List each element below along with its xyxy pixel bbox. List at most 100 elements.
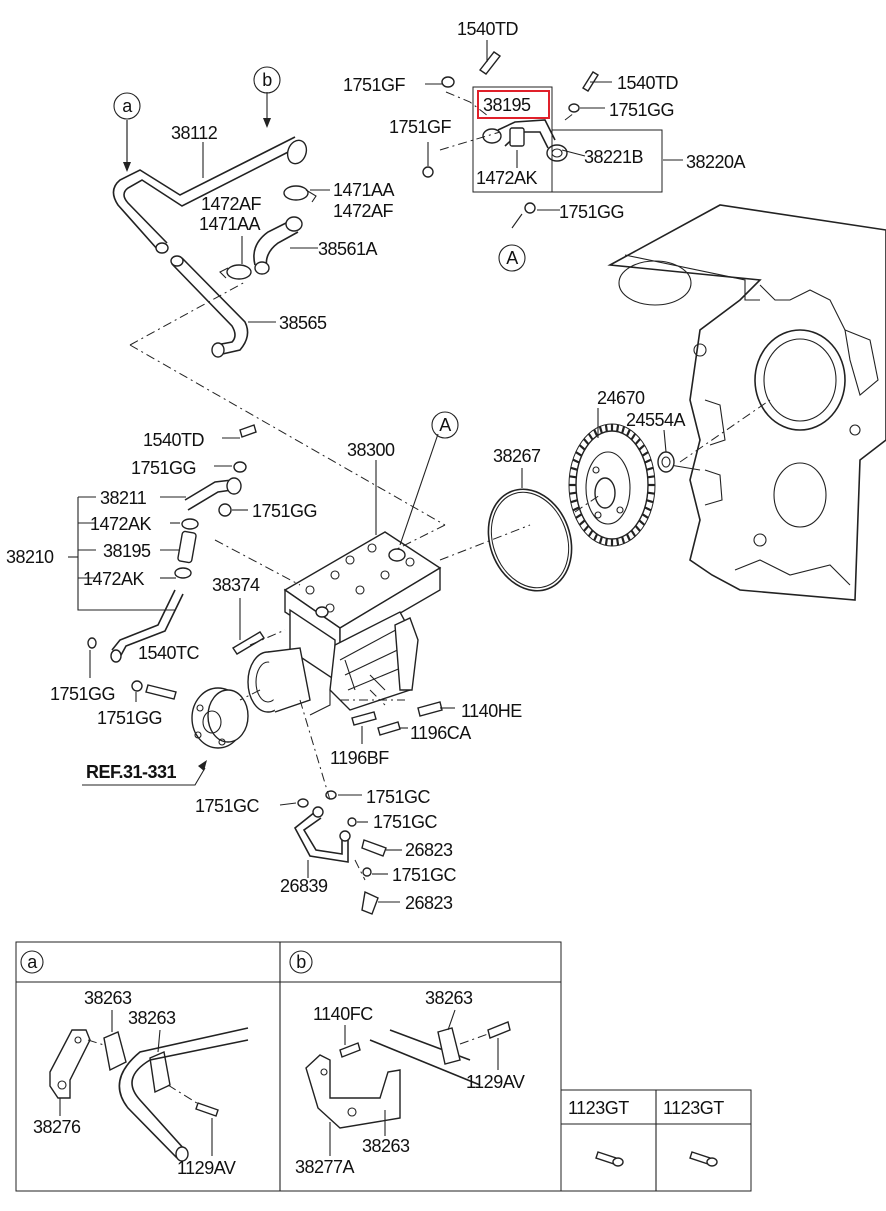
gear-tooth xyxy=(575,513,583,519)
gear-tooth xyxy=(570,499,578,504)
label-1472AK-a: 1472AK xyxy=(90,514,152,534)
gear-tooth xyxy=(646,499,654,504)
highlight-box-38195 xyxy=(477,90,550,119)
label-1751GC-d: 1751GC xyxy=(392,865,457,885)
detail-b-38263-b: 38263 xyxy=(362,1136,410,1156)
gear-tooth xyxy=(621,536,626,544)
label-38220A: 38220A xyxy=(686,152,746,172)
gear-tooth xyxy=(604,424,608,432)
detail-a-38263-b: 38263 xyxy=(128,1008,176,1028)
label-1472AF-a: 1472AF xyxy=(201,194,262,214)
gear-tooth xyxy=(638,444,646,451)
label-1540TC: 1540TC xyxy=(138,643,200,663)
label-38195-highlighted: 38195 xyxy=(483,95,531,115)
callout-b: b xyxy=(253,66,281,94)
label-38374: 38374 xyxy=(212,575,260,595)
gear-tooth xyxy=(572,506,580,512)
gear-tooth xyxy=(621,426,626,434)
label-1751GF-a: 1751GF xyxy=(343,75,406,95)
gear-tooth xyxy=(647,491,655,495)
gear-tooth xyxy=(569,491,577,495)
gear-tooth xyxy=(630,529,637,537)
label-24554A: 24554A xyxy=(626,410,686,430)
label-1751GC-a: 1751GC xyxy=(195,796,260,816)
label-1540TD-b: 1540TD xyxy=(617,73,679,93)
gear-tooth xyxy=(578,444,586,451)
label-1472AK-top: 1472AK xyxy=(476,168,538,188)
pipe-38210 xyxy=(110,477,242,663)
gear-tooth xyxy=(593,429,599,437)
label-38561A: 38561A xyxy=(318,239,378,259)
label-38300: 38300 xyxy=(347,440,395,460)
leader-lines xyxy=(68,40,683,903)
label-38195: 38195 xyxy=(103,541,151,561)
label-26839: 26839 xyxy=(280,876,328,896)
label-38267: 38267 xyxy=(493,446,541,466)
gear-tooth xyxy=(638,519,646,526)
dashed-guides xyxy=(129,91,771,881)
gear-tooth xyxy=(641,451,649,457)
callout-A-mid: A xyxy=(431,411,459,439)
label-ref-31-331: REF.31-331 xyxy=(86,762,177,782)
label-1751GG-a: 1751GG xyxy=(609,100,674,120)
label-1751GC-c: 1751GC xyxy=(373,812,438,832)
label-1540TD-c: 1540TD xyxy=(143,430,205,450)
label-1471AA-b: 1471AA xyxy=(199,214,261,234)
engine-block xyxy=(607,204,886,601)
gear-tooth xyxy=(625,533,631,541)
label-1471AA-a: 1471AA xyxy=(333,180,395,200)
detail-b-38263-a: 38263 xyxy=(425,988,473,1008)
label-38210: 38210 xyxy=(6,547,54,567)
label-1751GG-d: 1751GG xyxy=(252,501,317,521)
label-1123GT-b: 1123GT xyxy=(663,1098,724,1118)
label-1196CA: 1196CA xyxy=(410,723,471,743)
detail-a-header: a xyxy=(27,952,38,972)
label-1140HE: 1140HE xyxy=(461,701,522,721)
gear-tooth xyxy=(587,433,594,441)
gear-24670 xyxy=(568,423,656,547)
callout-b-text: b xyxy=(262,70,272,90)
label-38211: 38211 xyxy=(100,488,147,508)
label-1751GC-b: 1751GC xyxy=(366,787,431,807)
label-38112: 38112 xyxy=(171,123,218,143)
gear-tooth xyxy=(593,533,599,541)
label-26823-a: 26823 xyxy=(405,840,453,860)
gear-outline xyxy=(568,423,656,547)
callout-A-top: A xyxy=(498,244,526,272)
label-1472AK-b: 1472AK xyxy=(83,569,145,589)
part-labels: 1540TD 1751GF 1540TD 38195 1751GG 1751GF… xyxy=(6,19,746,913)
clamp-1471AA-b xyxy=(226,264,252,280)
gear-tooth xyxy=(646,466,654,471)
label-1751GG-f: 1751GG xyxy=(97,708,162,728)
gear-tooth xyxy=(587,529,594,537)
label-1751GG-c: 1751GG xyxy=(131,458,196,478)
label-24670: 24670 xyxy=(597,388,645,408)
gear-tooth xyxy=(578,519,586,526)
gear-tooth xyxy=(569,475,577,479)
label-1751GG-b: 1751GG xyxy=(559,202,624,222)
hose-38112 xyxy=(112,136,308,254)
hose-38561A xyxy=(253,216,303,275)
hose-38565 xyxy=(170,255,249,358)
detail-b-38277A: 38277A xyxy=(295,1157,355,1177)
callout-a: a xyxy=(113,92,141,120)
label-1123GT-a: 1123GT xyxy=(568,1098,629,1118)
clamp-1471AA-a xyxy=(283,185,309,201)
label-1196BF: 1196BF xyxy=(330,748,389,768)
label-38221B: 38221B xyxy=(584,147,644,167)
callout-A-mid-text: A xyxy=(439,415,451,435)
gear-tooth xyxy=(598,536,603,544)
detail-a-38263-a: 38263 xyxy=(84,988,132,1008)
gear-tooth xyxy=(583,525,590,532)
gear-tooth xyxy=(644,506,652,512)
label-1751GG-e: 1751GG xyxy=(50,684,115,704)
label-38565: 38565 xyxy=(279,313,327,333)
gear-tooth xyxy=(644,458,652,464)
detail-table: a b 38263 38263 38276 1129AV 1140FC xyxy=(15,941,562,1192)
compressor-38300 xyxy=(247,531,442,716)
pulley-ref-31-331 xyxy=(191,687,249,749)
detail-a-38276: 38276 xyxy=(33,1117,81,1137)
gear-tooth xyxy=(598,426,603,434)
detail-b-1129AV: 1129AV xyxy=(466,1072,525,1092)
